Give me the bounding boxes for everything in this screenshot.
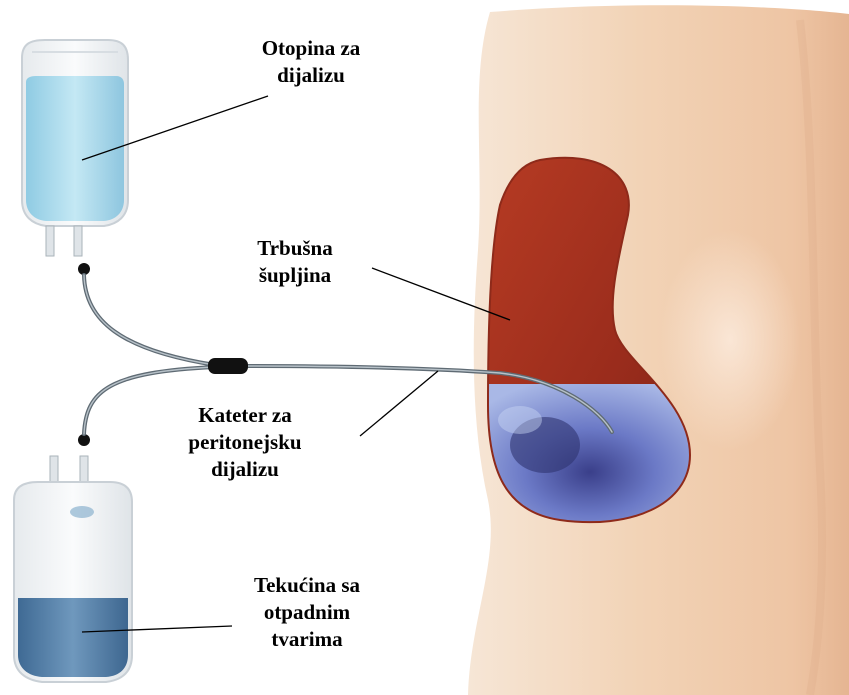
label-dialysis-solution: Otopina za dijalizu <box>226 35 396 89</box>
label-line: dijalizu <box>226 62 396 89</box>
leader-lines <box>82 96 510 632</box>
label-line: otpadnim <box>232 599 382 626</box>
label-line: Kateter za <box>150 402 340 429</box>
waste-fluid-bag <box>14 434 132 682</box>
label-line: Trbušna <box>225 235 365 262</box>
label-line: peritonejsku <box>150 429 340 456</box>
label-line: Tekućina sa <box>232 572 382 599</box>
fresh-solution-bag <box>22 40 128 275</box>
label-line: šupljina <box>225 262 365 289</box>
label-line: Otopina za <box>226 35 396 62</box>
leader-line-catheter <box>360 371 438 436</box>
label-waste-fluid: Tekućina sa otpadnim tvarima <box>232 572 382 653</box>
label-catheter: Kateter za peritonejsku dijalizu <box>150 402 340 483</box>
y-connector <box>208 358 248 374</box>
label-line: tvarima <box>232 626 382 653</box>
label-line: dijalizu <box>150 456 340 483</box>
label-abdominal-cavity: Trbušna šupljina <box>225 235 365 289</box>
